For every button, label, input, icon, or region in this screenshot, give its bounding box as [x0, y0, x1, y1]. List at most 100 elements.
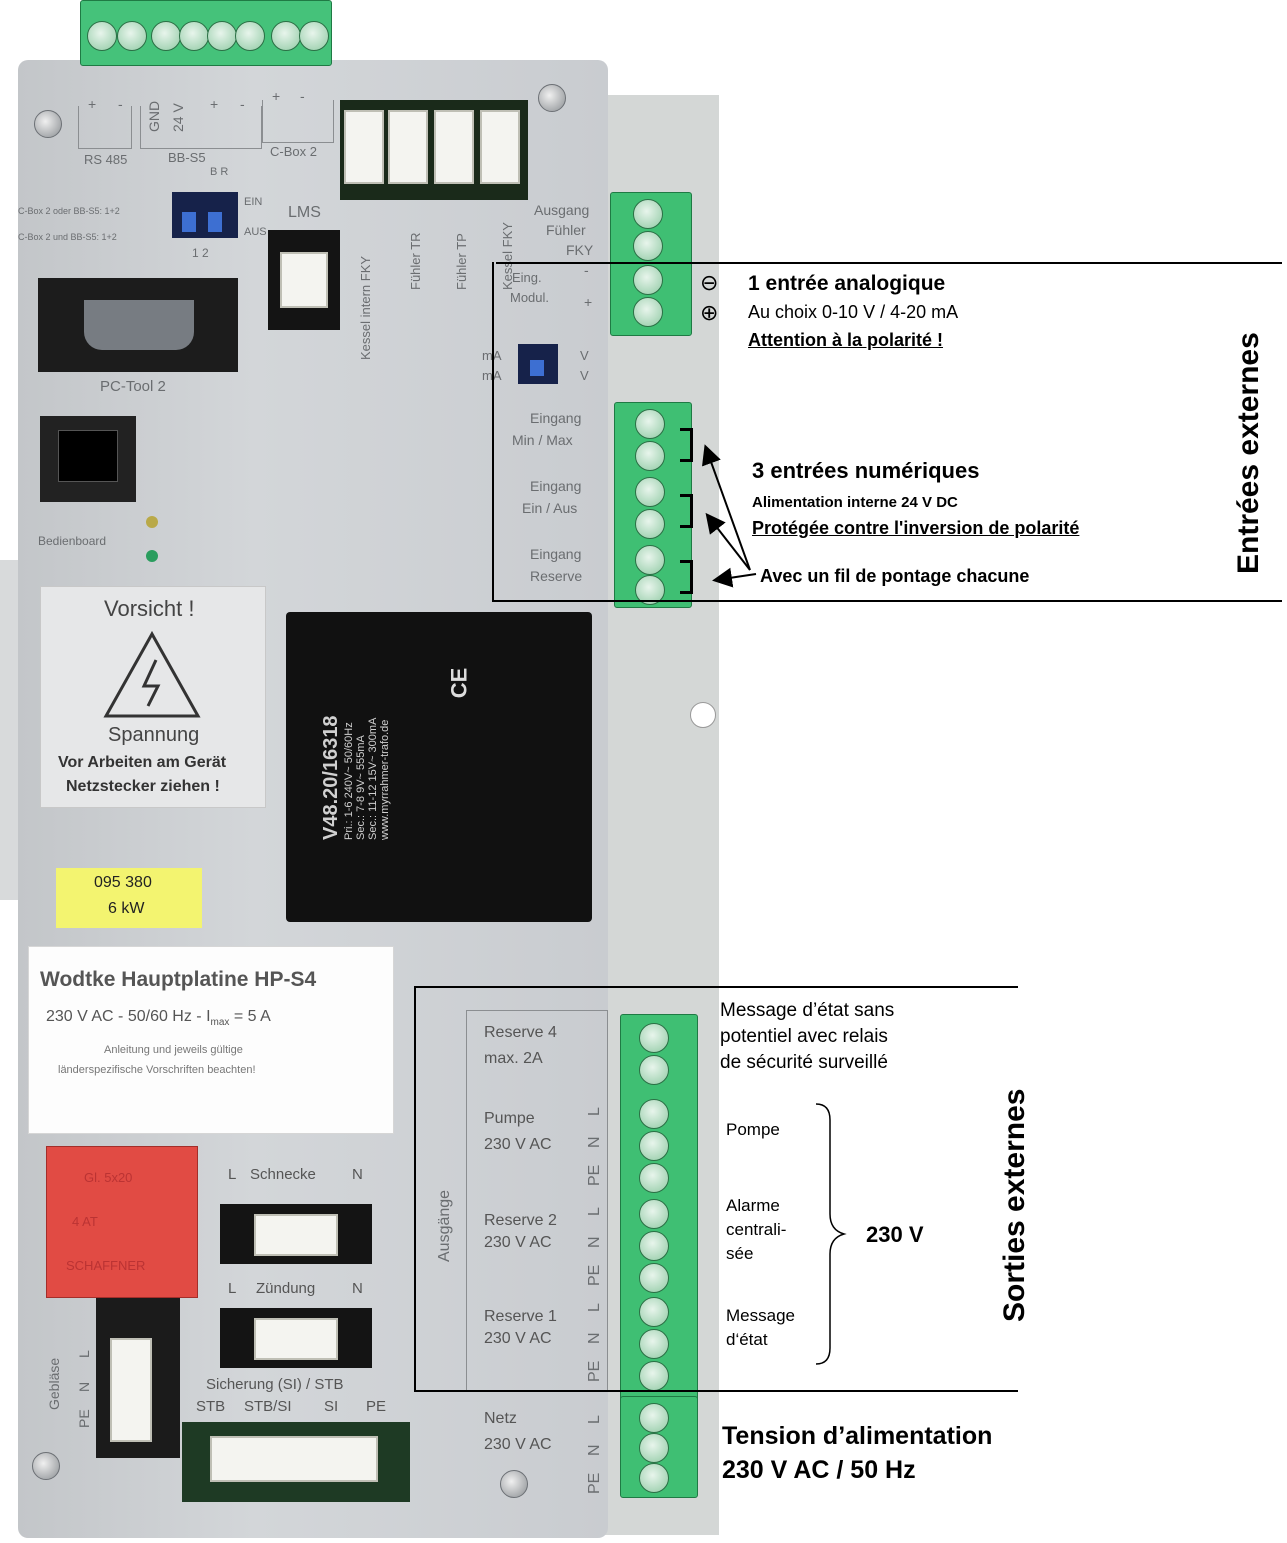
- outputs-frame-top: [414, 986, 1018, 988]
- yellow-sticker: [56, 868, 202, 928]
- ausgang-label: Ausgang: [534, 202, 590, 218]
- mounting-slot: [0, 560, 18, 900]
- warning-line1: Vor Arbeiten am Gerät: [58, 754, 227, 771]
- pin-label: +: [88, 96, 97, 112]
- dip-note-oder: C-Box 2 oder BB-S5: 1+2: [18, 206, 120, 216]
- analog-choice: Au choix 0-10 V / 4-20 mA: [748, 302, 959, 322]
- plus-symbol: ⊕: [700, 300, 719, 325]
- db9-connector: [38, 278, 238, 372]
- pin-n: N: [586, 1136, 603, 1148]
- pe-label: PE: [366, 1398, 387, 1415]
- pumpe-label: Pumpe: [484, 1110, 535, 1127]
- si-label: SI: [324, 1398, 339, 1415]
- pin-label: +: [272, 88, 281, 104]
- zundung-l: L: [228, 1280, 237, 1297]
- transformer-model: V48.20/16318: [320, 715, 342, 840]
- fuse-text: 4 AT: [72, 1214, 98, 1229]
- transformer-site: www.myrrahmer-trafo.de: [379, 719, 391, 840]
- silk-box: [140, 106, 262, 149]
- msg-state-line2: potentiel avec relais: [720, 1026, 888, 1047]
- jumper-bracket: [680, 494, 693, 528]
- eing-label: Eing.: [512, 270, 542, 285]
- fuhler-tp-label: Fühler TP: [454, 233, 469, 290]
- rating-sub: max: [210, 1017, 230, 1029]
- lms-connector: [268, 230, 340, 330]
- pin-pe: PE: [586, 1360, 603, 1382]
- pin-label: -: [240, 96, 245, 112]
- bedienboard-label: Bedienboard: [38, 534, 107, 548]
- digital-supply: Alimentation interne 24 V DC: [752, 494, 958, 511]
- screw-icon: [500, 1470, 528, 1498]
- alarme-line1: Alarme: [726, 1196, 780, 1215]
- pin-l: L: [586, 1107, 603, 1116]
- v230-label: 230 V: [866, 1222, 924, 1247]
- geblase-l: L: [76, 1350, 92, 1358]
- modul-label: Modul.: [510, 290, 550, 305]
- eingang-label: Eingang: [530, 546, 582, 562]
- schnecke-n: N: [352, 1166, 363, 1183]
- top-terminal-block: [80, 0, 332, 66]
- jumper-bracket: [680, 428, 693, 462]
- message-etat-line1: Message: [726, 1306, 795, 1325]
- fuhler-label: Fühler: [546, 222, 586, 238]
- warning-line2: Netzstecker ziehen !: [66, 778, 220, 795]
- dip-label: B R: [210, 166, 229, 178]
- dip-aus: AUS: [244, 226, 267, 238]
- reserve-label: Reserve: [530, 568, 583, 584]
- ce-mark: CE: [446, 667, 472, 699]
- inputs-frame-top: [496, 262, 1282, 264]
- pin-label: +: [210, 96, 219, 112]
- minus-symbol: ⊖: [700, 270, 719, 295]
- schnecke-label: Schnecke: [250, 1166, 316, 1183]
- plus-label: +: [584, 294, 593, 310]
- plate-note2: länderspezifische Vorschriften beachten!: [58, 1064, 256, 1076]
- plate-card: [28, 946, 394, 1134]
- silk-box: [262, 100, 334, 143]
- zundung-label: Zündung: [256, 1280, 316, 1297]
- rs485-label: RS 485: [84, 152, 128, 167]
- sensor-connectors: [340, 100, 528, 200]
- transformer-spec: Pri.: 1-6 240V~ 50/60Hz: [343, 722, 355, 840]
- v-label: V: [580, 368, 589, 383]
- curly-brace-icon: [815, 1103, 847, 1365]
- stbsi-label: STB/SI: [244, 1398, 292, 1415]
- fuse-holder: [46, 1146, 198, 1298]
- transformer: [286, 612, 592, 922]
- alarme-line2: centrali-: [726, 1220, 787, 1239]
- rail-hole: [690, 702, 716, 728]
- pumpe-rating: 230 V AC: [484, 1136, 552, 1153]
- netz-rating: 230 V AC: [484, 1436, 552, 1453]
- led-icon: [146, 516, 158, 528]
- sticker-number: 095 380: [94, 874, 152, 891]
- pin-pe: PE: [586, 1472, 603, 1494]
- inputs-frame-bottom: [492, 600, 1282, 602]
- reserve2-rating: 230 V AC: [484, 1234, 552, 1251]
- sicherung-label: Sicherung (SI) / STB: [206, 1376, 344, 1393]
- led-icon: [146, 550, 158, 562]
- reserve4-rating: max. 2A: [484, 1050, 543, 1067]
- eingang-label: Eingang: [530, 410, 582, 426]
- v-label: V: [580, 348, 589, 363]
- jumper-bracket: [680, 560, 693, 594]
- ausgange-label: Ausgänge: [436, 1189, 453, 1262]
- dip-ein: EIN: [244, 196, 263, 208]
- pompe-label: Pompe: [726, 1120, 780, 1139]
- outputs-frame-left: [414, 986, 416, 1392]
- digital-terminal-block: [614, 402, 692, 608]
- netz-label: Netz: [484, 1410, 517, 1427]
- eingang-label: Eingang: [530, 478, 582, 494]
- alarme-line3: sée: [726, 1244, 754, 1263]
- reserve1-label: Reserve 1: [484, 1308, 557, 1325]
- transformer-spec: Sec.: 11-12 15V~ 300mA: [367, 717, 379, 840]
- reserve2-label: Reserve 2: [484, 1212, 557, 1229]
- spannung-label: Spannung: [108, 724, 200, 746]
- supply-line2: 230 V AC / 50 Hz: [722, 1456, 916, 1484]
- dip-note-und: C-Box 2 und BB-S5: 1+2: [18, 232, 117, 242]
- message-etat-line2: d‘état: [726, 1330, 768, 1349]
- msg-state-line1: Message d’état sans: [720, 1000, 895, 1021]
- silk-box: [78, 106, 132, 149]
- analog-warning: Attention à la polarité !: [748, 330, 944, 350]
- transformer-spec: Sec.: 7-8 9V~ 555mA: [355, 735, 367, 840]
- pin-n: N: [586, 1444, 603, 1456]
- rj45-connector: [40, 416, 136, 502]
